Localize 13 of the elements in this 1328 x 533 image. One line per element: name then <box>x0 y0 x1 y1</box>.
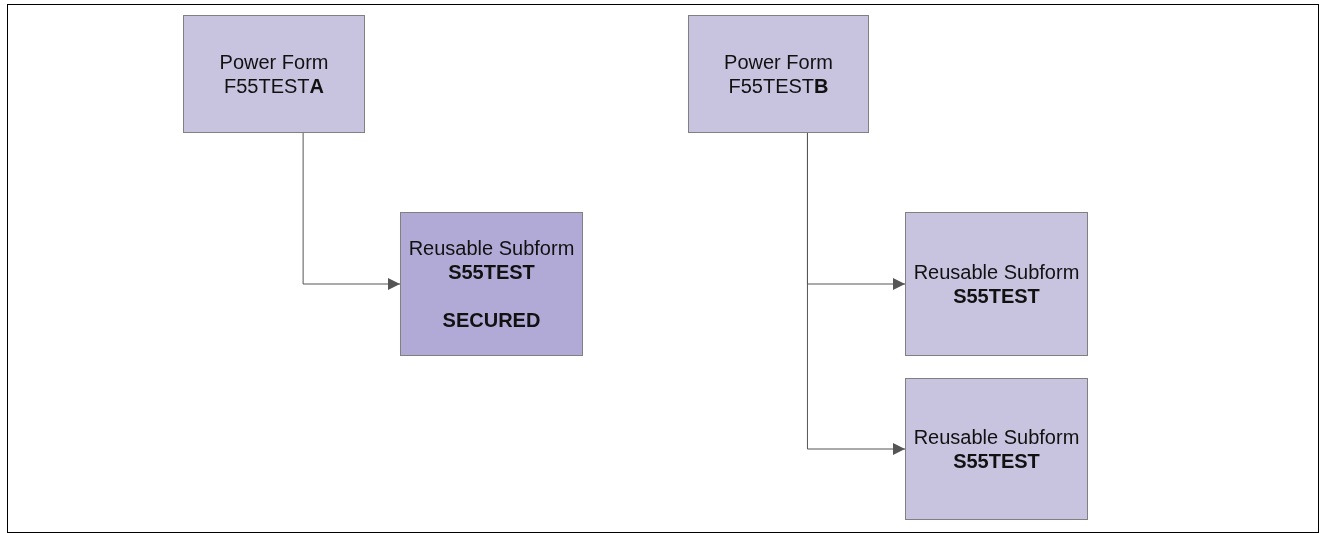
box-label: Reusable Subform S55TEST <box>407 236 576 284</box>
process-box <box>905 212 1088 356</box>
box-label: Power Form F55TESTA <box>218 50 330 98</box>
process-box <box>183 15 365 133</box>
status-label: SECURED <box>442 308 541 332</box>
connector-arrow <box>806 132 906 455</box>
connector-arrow <box>302 132 401 290</box>
box-label: Power Form F55TESTB <box>723 50 834 98</box>
highlighted-box <box>400 212 583 356</box>
process-box <box>688 15 869 133</box>
process-box <box>905 378 1088 520</box>
box-label: Reusable Subform S55TEST <box>912 425 1081 473</box>
box-label: Reusable Subform S55TEST <box>912 260 1081 308</box>
